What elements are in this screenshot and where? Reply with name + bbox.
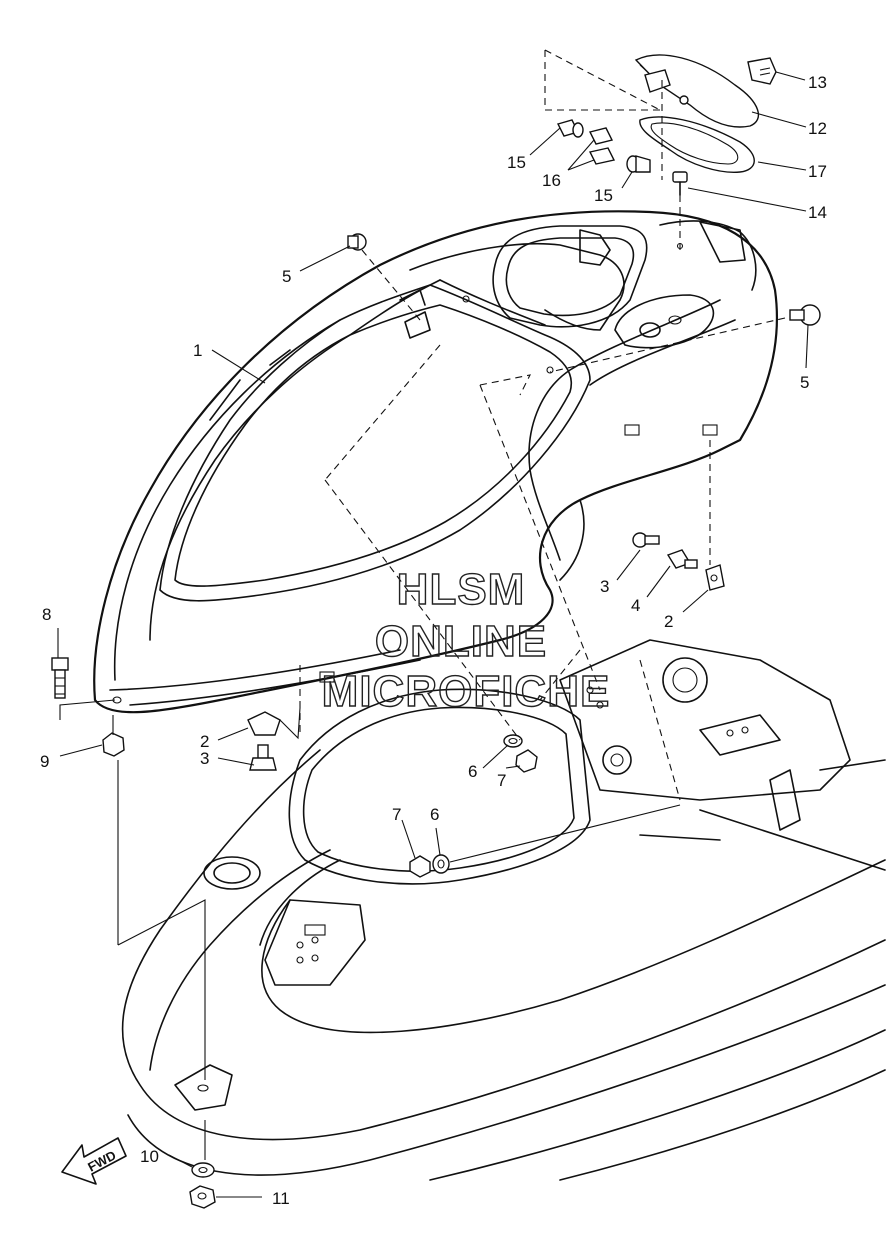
deck-hull bbox=[121, 639, 886, 1181]
callout-2-right: 2 bbox=[664, 612, 673, 631]
callout-17: 17 bbox=[808, 162, 827, 181]
fwd-arrow-icon: FWD bbox=[61, 1137, 127, 1185]
callout-numbers: 1 5 5 15 16 15 13 12 17 14 3 4 2 8 9 2 3… bbox=[40, 73, 827, 1208]
callout-1: 1 bbox=[193, 341, 202, 360]
callout-11: 11 bbox=[272, 1189, 290, 1208]
callout-4: 4 bbox=[631, 596, 640, 615]
callout-5-right: 5 bbox=[800, 373, 809, 392]
callout-15-lower: 15 bbox=[594, 186, 613, 205]
callout-2-left: 2 bbox=[200, 732, 209, 751]
callout-8: 8 bbox=[42, 605, 51, 624]
callout-7-upper: 7 bbox=[497, 771, 506, 790]
callout-3-right: 3 bbox=[600, 577, 609, 596]
callout-3-left: 3 bbox=[200, 749, 209, 768]
hardware bbox=[51, 119, 821, 1209]
callout-6-upper: 6 bbox=[468, 762, 477, 781]
watermark-line-2: ONLINE bbox=[375, 617, 547, 666]
fwd-label: FWD bbox=[85, 1147, 118, 1174]
callout-14: 14 bbox=[808, 203, 827, 222]
callout-7-lower: 7 bbox=[392, 805, 401, 824]
alignment-lines bbox=[59, 49, 786, 1160]
hood-cover bbox=[93, 210, 778, 714]
watermark-line-3: MICROFICHE bbox=[322, 667, 611, 716]
callout-15-upper: 15 bbox=[507, 153, 526, 172]
callout-13: 13 bbox=[808, 73, 827, 92]
callout-16: 16 bbox=[542, 171, 561, 190]
callout-5-upper: 5 bbox=[282, 267, 291, 286]
watermark: HLSM ONLINE MICROFICHE bbox=[321, 564, 611, 716]
watermark-line-1: HLSM bbox=[397, 565, 526, 614]
callout-leaders bbox=[57, 71, 809, 1198]
callout-6-lower: 6 bbox=[430, 805, 439, 824]
hatch-assembly bbox=[634, 54, 777, 173]
callout-9: 9 bbox=[40, 752, 49, 771]
callout-12: 12 bbox=[808, 119, 827, 138]
callout-10: 10 bbox=[140, 1147, 159, 1166]
